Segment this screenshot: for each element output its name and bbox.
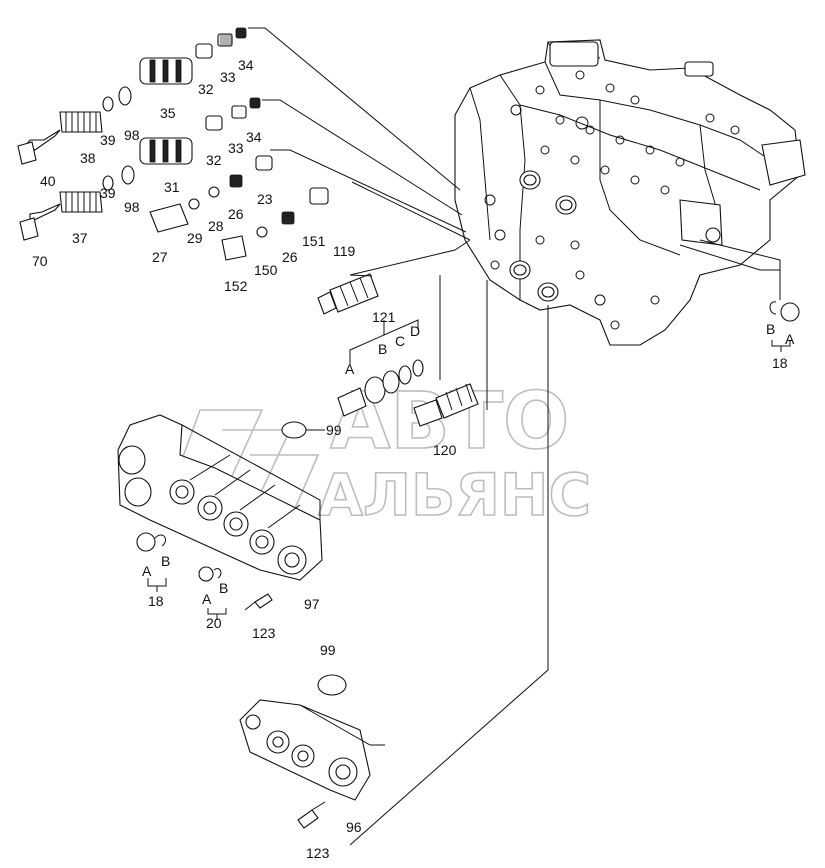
- label-34-upper: 34: [238, 57, 254, 73]
- manifold-block-97: [117, 414, 323, 581]
- ab-bracket-lines: [147, 319, 791, 620]
- label-33-upper: 33: [220, 69, 236, 85]
- label-120: 120: [433, 442, 457, 458]
- label-28: 28: [208, 218, 224, 234]
- label-99-upper: 99: [326, 422, 342, 438]
- plug-18-left: [136, 532, 166, 552]
- label-37: 37: [72, 230, 88, 246]
- label-96: 96: [346, 819, 362, 835]
- plug-20: [198, 566, 222, 582]
- label-39-upper: 39: [100, 132, 116, 148]
- label-123-upper: 123: [252, 625, 276, 641]
- label-32-middle: 32: [206, 152, 222, 168]
- label-20: 20: [206, 615, 222, 631]
- label-97: 97: [304, 596, 320, 612]
- cartridge-valve-120: [413, 383, 479, 427]
- label-98-middle: 98: [124, 199, 140, 215]
- o-ring-99-upper: [281, 421, 307, 439]
- label-18-left: 18: [148, 593, 164, 609]
- label-23: 23: [257, 191, 273, 207]
- o-ring-99-lower: [317, 674, 347, 696]
- label-70: 70: [32, 253, 48, 269]
- label-B-cartridge: B: [378, 341, 387, 357]
- plug-18-right: [769, 301, 800, 322]
- main-control-valve-body: [454, 39, 806, 346]
- label-A-plug18-right: A: [785, 331, 795, 347]
- cartridge-valve-119: [317, 273, 379, 315]
- label-121: 121: [372, 309, 396, 325]
- relief-valve-small-parts: [149, 155, 329, 261]
- label-150: 150: [254, 262, 278, 278]
- label-152: 152: [224, 278, 248, 294]
- label-A-plug20: A: [202, 591, 212, 607]
- label-35: 35: [160, 105, 176, 121]
- part-labels: 40 38 39 98 35 32 33 34 31 39 98 37 70 3…: [32, 57, 795, 861]
- label-99-lower: 99: [320, 642, 336, 658]
- label-98-upper: 98: [124, 127, 140, 143]
- label-B-plug18-right: B: [766, 321, 775, 337]
- label-39-middle: 39: [100, 185, 116, 201]
- label-26-lower: 26: [282, 249, 298, 265]
- label-123-lower: 123: [306, 845, 330, 861]
- spool-assembly-upper: [17, 27, 247, 165]
- label-34-middle: 34: [246, 129, 262, 145]
- label-27: 27: [152, 249, 168, 265]
- label-38: 38: [80, 150, 96, 166]
- spool-assembly-middle: [19, 97, 261, 241]
- label-29: 29: [187, 230, 203, 246]
- label-32-upper: 32: [198, 81, 214, 97]
- manifold-block-96: [239, 699, 385, 801]
- label-18-right: 18: [772, 355, 788, 371]
- leader-lines: [248, 27, 781, 846]
- cartridge-valve-121: [337, 359, 424, 417]
- label-26-upper: 26: [228, 206, 244, 222]
- watermark-line2: АЛЬЯНС: [318, 461, 591, 529]
- label-151: 151: [302, 233, 326, 249]
- label-D-cartridge: D: [410, 323, 420, 339]
- label-A-cartridge: A: [345, 361, 355, 377]
- bolt-123-lower: [297, 801, 326, 829]
- label-A-plug18-left: A: [142, 563, 152, 579]
- label-31: 31: [164, 179, 180, 195]
- label-33-middle: 33: [228, 140, 244, 156]
- label-119: 119: [333, 243, 356, 259]
- bolt-123-upper: [244, 593, 273, 611]
- label-B-plug18-left: B: [161, 553, 170, 569]
- label-C-cartridge: C: [395, 333, 405, 349]
- label-40: 40: [40, 173, 56, 189]
- label-B-plug20: B: [219, 580, 228, 596]
